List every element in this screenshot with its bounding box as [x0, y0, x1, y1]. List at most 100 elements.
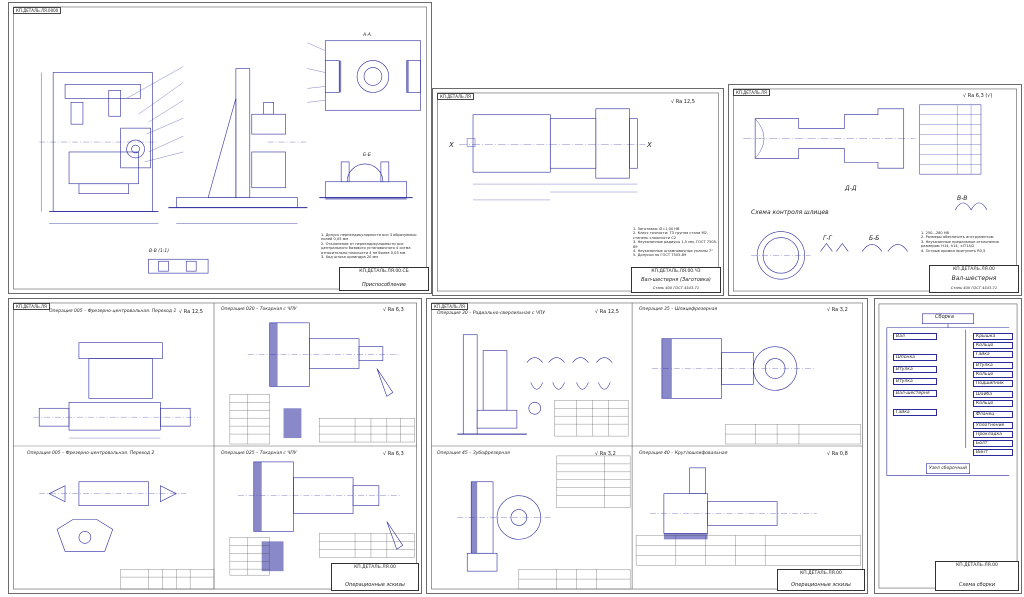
title-block-material: Сталь 40Х ГОСТ 4543-71: [950, 286, 998, 290]
assembly-item: Уплотнение: [973, 422, 1013, 429]
title-block-name: Операционные эскизы: [345, 582, 405, 588]
assembly-item: Втулка: [973, 362, 1013, 369]
operation-title: Операция 30 – Радиально-сверлильная с ЧП…: [437, 311, 545, 316]
title-block-name: Приспособление: [361, 282, 407, 288]
note-line: 5. Допуски по ГОСТ 7505-89: [633, 253, 687, 258]
note-line: 4. Острые кромки притупить R0,5: [921, 248, 986, 253]
operation-title: Операция 005 – Фрезерно-центровальная. П…: [49, 309, 177, 314]
title-block: КП.ДЕТАЛЬ.ЛЯ.00 Операционные эскизы: [777, 569, 865, 591]
note-line: 1. 250...280 НВ: [921, 231, 950, 235]
roughness-mark: √ Ra 12,5: [179, 309, 203, 315]
title-block-code: КП.ДЕТАЛЬ.ЛЯ.00.СБ: [359, 269, 409, 274]
assembly-item: Кольцо: [973, 400, 1013, 407]
roughness-mark: √ Ra 3,2: [595, 451, 616, 457]
sheet-ops-left: КП.ДЕТАЛЬ.ЛЯ Операция 005 – Фрезерно-цен…: [8, 298, 422, 594]
title-block-name: Схема сборки: [958, 582, 996, 588]
assembly-bottom-box: Узел сборочный: [929, 466, 967, 471]
roughness-mark: √ Ra 3,2: [827, 307, 848, 313]
roughness-mark: √ Ra 12,5: [595, 309, 619, 315]
assembly-item: Кольцо: [973, 371, 1013, 378]
title-block-name: Вал-шестерня (Заготовка): [641, 277, 711, 283]
spline-scheme-label: Схема контроля шлицев: [751, 209, 829, 216]
assembly-item: Шайба: [973, 391, 1013, 398]
note-line: 2. Отклонение от перпендикулярности оси …: [321, 241, 411, 255]
view-label: В-В (1:1): [149, 249, 169, 254]
sheet-blank: КП.ДЕТАЛЬ.ЛЯ √ Ra 12,5 X X 1. Заготовка:…: [432, 88, 724, 296]
sheet-stamp: КП.ДЕТАЛЬ.ЛЯ: [431, 303, 468, 310]
note-line: 1. Допуск перпендикулярности оси 3 образ…: [321, 233, 418, 242]
title-block: КП.ДЕТАЛЬ.ЛЯ.00.ЧЗ Вал-шестерня (Заготов…: [631, 267, 721, 293]
operation-title: Операция 45 – Зубофрезерная: [437, 451, 510, 456]
part-notes: 1. 250...280 НВ 2. Размеры обеспечить ин…: [921, 231, 1017, 253]
ops-right-drawing: [431, 302, 863, 590]
section-label-aa: А-А: [363, 33, 371, 38]
section-label: Д-Д: [845, 185, 857, 192]
title-block: КП.ДЕТАЛЬ.ЛЯ.00 Вал-шестерня Сталь 40Х Г…: [929, 265, 1019, 293]
title-block-code: КП.ДЕТАЛЬ.ЛЯ.00.ЧЗ: [651, 269, 701, 274]
assembly-item: Гайка: [973, 351, 1013, 358]
roughness-mark: √ Ra 6,3: [383, 307, 404, 313]
assembly-item: Прокладка: [973, 431, 1013, 438]
sheet-stamp: КП.ДЕТАЛЬ.ЛЯ.0000: [13, 7, 62, 14]
note-line: 3. Неуказанные радиусы 1,5 мм, ГОСТ 7505…: [633, 240, 718, 249]
note-line: 2. Класс точности: Т3 группа стали М2, с…: [633, 231, 708, 240]
assembly-item: Винт: [973, 449, 1013, 456]
assembly-left-items: Вал Шпонка Втулка Втулка Вал-шестерня Га…: [893, 333, 937, 416]
note-line: 2. Размеры обеспечить инструментом: [921, 235, 994, 240]
title-block-code: КП.ДЕТАЛЬ.ЛЯ.00: [800, 571, 842, 576]
assembly-item: Вал: [893, 333, 937, 340]
assembly-item: Втулка: [893, 366, 937, 373]
roughness-mark: √ Ra 6,3 (√): [963, 93, 993, 99]
title-block-code: КП.ДЕТАЛЬ.ЛЯ.00: [956, 563, 998, 568]
operation-title: Операция 005 – Фрезерно-центровальная. П…: [27, 451, 155, 456]
ops-left-drawing: [13, 302, 417, 590]
assembly-item: Шпонка: [893, 354, 937, 361]
sheet-fixture: КП.ДЕТАЛЬ.ЛЯ.0000 А-А Б-Б В-В (1:1) 1. Д…: [8, 2, 432, 294]
assembly-item: Вал-шестерня: [893, 390, 937, 397]
roughness-mark: √ Ra 0,8: [827, 451, 848, 457]
roughness-mark: √ Ra 12,5: [671, 99, 695, 105]
assembly-item: Втулка: [893, 378, 937, 385]
blank-notes: 1. Заготовка: Ø=1,00 НВ 2. Класс точност…: [633, 227, 721, 258]
sheet-assembly: Сборка Вал Шпонка Втулка Втулка Вал-шест…: [874, 298, 1022, 594]
assembly-item: Подшипник: [973, 380, 1013, 387]
assembly-top-box: Сборка: [935, 314, 954, 320]
sheet-stamp: КП.ДЕТАЛЬ.ЛЯ: [13, 303, 50, 310]
section-label: Б-Б: [869, 235, 880, 242]
title-block-name: Операционные эскизы: [791, 582, 851, 588]
assembly-item: Гайка: [893, 409, 937, 416]
fixture-drawing: [13, 6, 427, 290]
roughness-mark: √ Ra 6,3: [383, 451, 404, 457]
section-label: Г-Г: [823, 235, 832, 242]
sheet-part: КП.ДЕТАЛЬ.ЛЯ √ Ra 6,3 (√) Схема контроля…: [728, 84, 1022, 296]
assembly-item: Крышка: [973, 333, 1013, 340]
section-label: В-В: [957, 195, 968, 202]
operation-title: Операция 35 – Шлицефрезерная: [639, 307, 718, 312]
axis-label-left: X: [449, 141, 454, 149]
operation-title: Операция 020 – Токарная с ЧПУ: [221, 307, 297, 312]
part-drawing: [733, 88, 1017, 292]
fixture-notes: 1. Допуск перпендикулярности оси 3 образ…: [321, 233, 425, 259]
axis-label-right: X: [647, 141, 652, 149]
assembly-item: Болт: [973, 440, 1013, 447]
title-block: КП.ДЕТАЛЬ.ЛЯ.00 Схема сборки: [935, 561, 1019, 591]
assembly-item: Фланец: [973, 411, 1013, 418]
title-block: КП.ДЕТАЛЬ.ЛЯ.00 Операционные эскизы: [331, 563, 419, 591]
title-block-code: КП.ДЕТАЛЬ.ЛЯ.00: [354, 565, 396, 570]
blank-drawing: [437, 92, 719, 292]
sheet-stamp: КП.ДЕТАЛЬ.ЛЯ: [437, 93, 474, 100]
note-line: 1. Заготовка: Ø=1,00 НВ: [633, 227, 680, 231]
title-block-name: Вал-шестерня: [951, 275, 997, 282]
assembly-item: Кольцо: [973, 342, 1013, 349]
note-line: 3. Ход штока цилиндра 20 мм: [321, 255, 378, 260]
title-block-code: КП.ДЕТАЛЬ.ЛЯ.00: [953, 267, 995, 272]
note-line: 3. Неуказанные предельные отклонения раз…: [921, 239, 999, 249]
note-line: 4. Неуказанные штамповочные уклоны 7°: [633, 249, 714, 254]
operation-title: Операция 025 – Токарная с ЧПУ: [221, 451, 297, 456]
sheet-stamp: КП.ДЕТАЛЬ.ЛЯ: [733, 89, 770, 96]
title-block-material: Сталь 40Х ГОСТ 4543-71: [652, 286, 700, 290]
operation-title: Операция 40 – Круглошлифовальная: [639, 451, 728, 456]
assembly-right-items: Крышка Кольцо Гайка Втулка Кольцо Подшип…: [973, 333, 1013, 456]
title-block: КП.ДЕТАЛЬ.ЛЯ.00.СБ Приспособление: [339, 267, 429, 291]
sheet-ops-right: КП.ДЕТАЛЬ.ЛЯ Операция 30 – Радиально-све…: [426, 298, 868, 594]
